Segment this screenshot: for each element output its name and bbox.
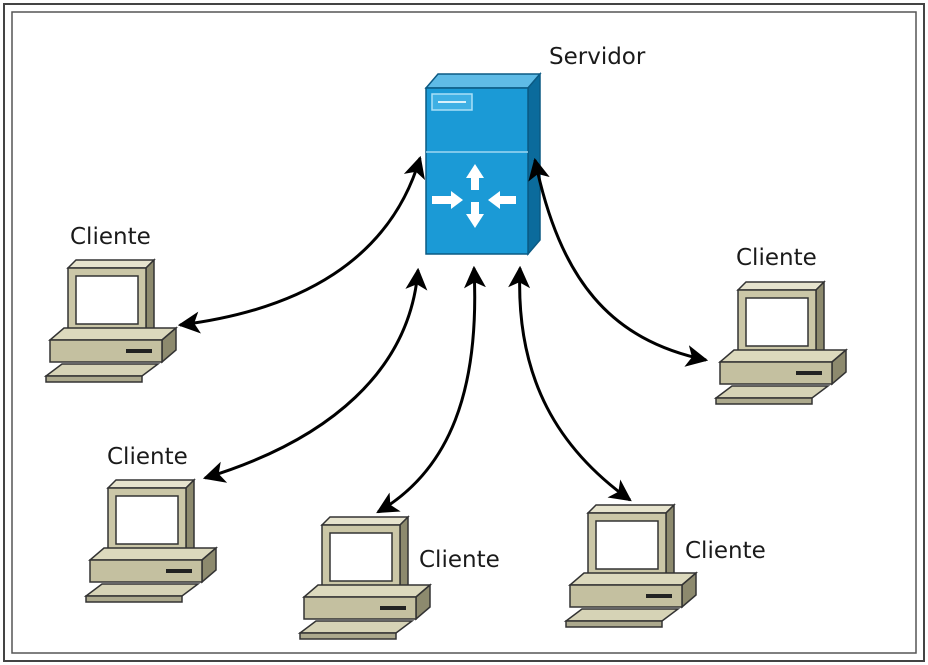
connection-arrow [508,265,632,502]
client-label: Cliente [736,245,817,271]
connection-arrow [177,155,425,334]
connection-arrow [376,265,486,514]
client-computer-icon [45,259,177,383]
client-label: Cliente [107,444,188,470]
server-icon [424,71,542,257]
client-label: Cliente [419,547,500,573]
client-label: Cliente [70,224,151,250]
client-label: Cliente [685,538,766,564]
connection-arrow [528,157,709,367]
client-computer-icon [85,479,217,603]
client-computer-icon [565,504,697,628]
client-computer-icon [715,281,847,405]
outer-frame-outer [3,3,925,662]
client-computer-icon [299,516,431,640]
connection-arrow [202,267,428,483]
server-label: Servidor [549,44,646,70]
outer-frame-inner [11,11,917,654]
